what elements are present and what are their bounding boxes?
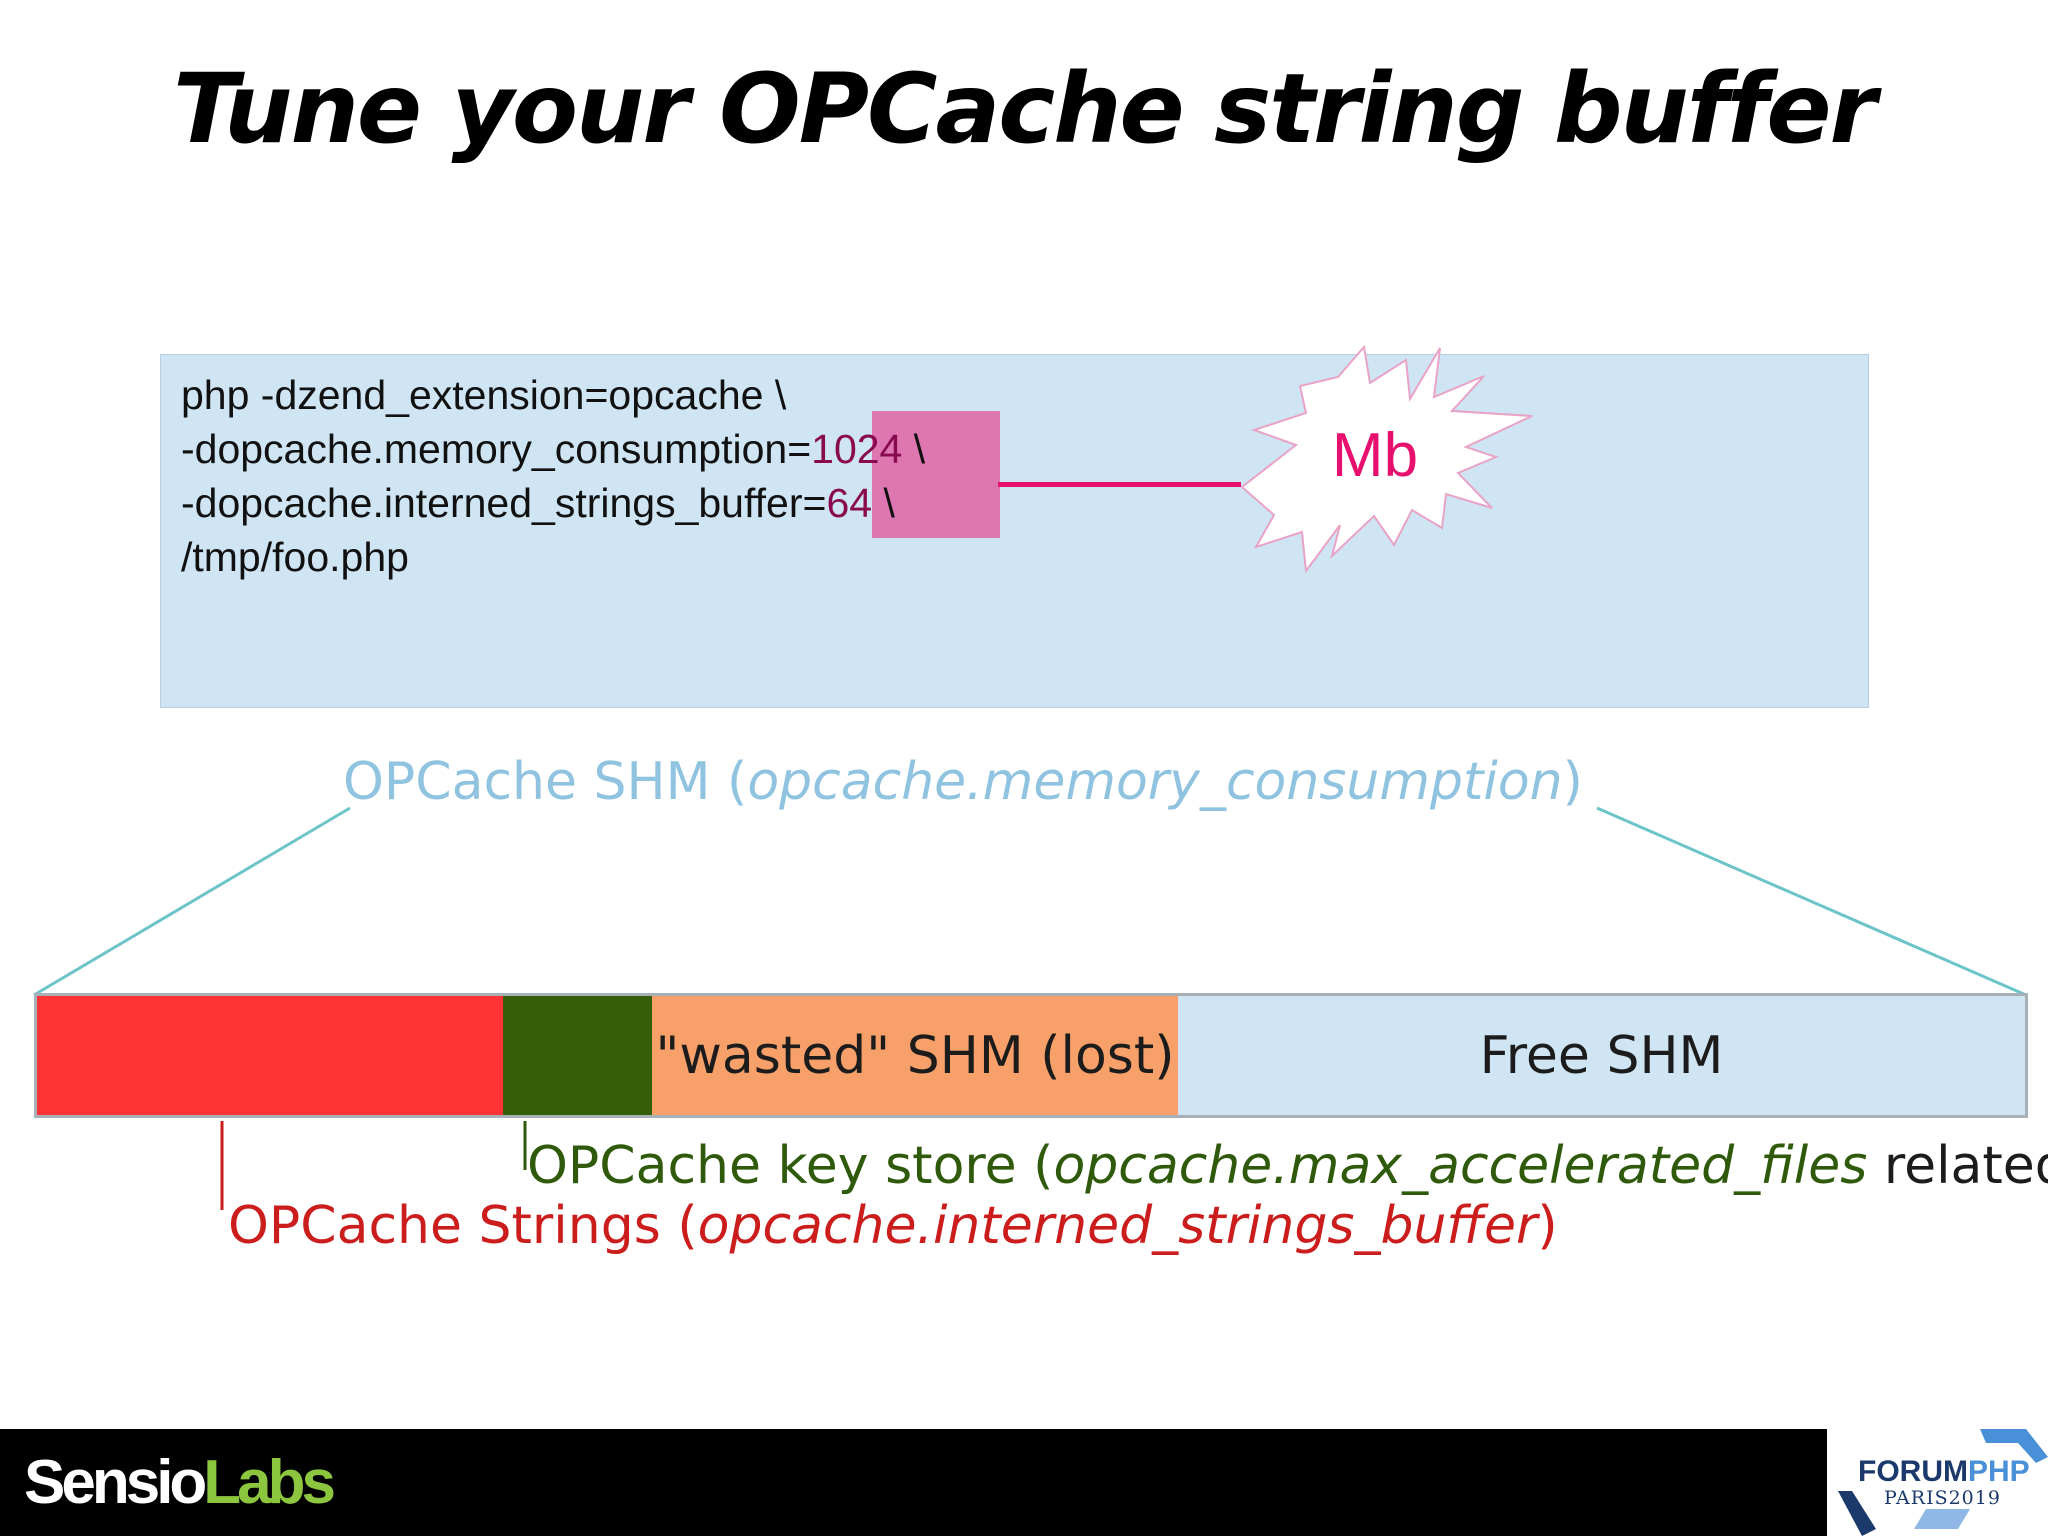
memory-consumption-key: -dopcache.memory_consumption= xyxy=(181,426,812,472)
footer-bar xyxy=(0,1429,1827,1536)
burst-polygon xyxy=(1240,344,1533,574)
shm-title-setting: opcache.memory_consumption xyxy=(747,752,1563,812)
code-line-2: -dopcache.memory_consumption=1024 \ xyxy=(181,429,925,470)
forumphp-logo-text: FORUMPHP xyxy=(1858,1457,2030,1487)
callout-connector-line xyxy=(998,482,1241,487)
code-line-4: /tmp/foo.php xyxy=(181,534,409,580)
strings-setting: opcache.interned_strings_buffer xyxy=(697,1196,1538,1256)
key-store-label: OPCache key store (opcache.max_accelerat… xyxy=(527,1140,2048,1192)
segment-wasted: "wasted" SHM (lost) xyxy=(652,993,1178,1118)
shm-title-suffix: ) xyxy=(1562,752,1583,812)
shm-title: OPCache SHM (opcache.memory_consumption) xyxy=(343,756,1583,808)
strings-prefix: OPCache Strings ( xyxy=(228,1196,698,1256)
strings-label: OPCache Strings (opcache.interned_string… xyxy=(228,1200,1558,1252)
segment-wasted-label: "wasted" SHM (lost) xyxy=(655,1025,1175,1086)
line-continuation: \ xyxy=(902,426,926,472)
command-code-box: php -dzend_extension=opcache \ -dopcache… xyxy=(160,354,1869,708)
segment-key-store xyxy=(503,993,652,1118)
forumphp-event-label: PARIS2019 xyxy=(1884,1487,2001,1509)
slide-title: Tune your OPCache string buffer xyxy=(173,53,1877,165)
sensiolabs-logo: SensioLabs xyxy=(24,1452,336,1514)
segment-free-label: Free SHM xyxy=(1479,1025,1724,1086)
zoom-line-right xyxy=(1596,806,2027,997)
segment-opcache-strings xyxy=(34,993,503,1118)
memory-consumption-value: 1024 xyxy=(811,426,903,472)
unit-label: Mb xyxy=(1331,421,1419,490)
interned-strings-value: 64 xyxy=(826,480,873,526)
code-line-3: -dopcache.interned_strings_buffer=64 \ xyxy=(181,483,895,524)
key-store-suffix: related xyxy=(1867,1136,2048,1196)
strings-suffix: ) xyxy=(1537,1196,1558,1256)
zoom-line-left xyxy=(33,806,351,997)
sensiolabs-logo-labs: Labs xyxy=(203,1448,336,1517)
key-store-prefix: OPCache key store ( xyxy=(527,1136,1054,1196)
forumphp-logo-shape xyxy=(1838,1429,2048,1536)
key-store-setting: opcache.max_accelerated_files xyxy=(1053,1136,1868,1196)
interned-strings-key: -dopcache.interned_strings_buffer= xyxy=(181,480,827,526)
line-continuation: \ xyxy=(872,480,895,526)
segment-free: Free SHM xyxy=(1178,993,2028,1118)
forumphp-logo-top-band xyxy=(1980,1429,2048,1463)
forumphp-logo-bottom-band xyxy=(1914,1509,1970,1529)
forumphp-logo-forum: FORUM xyxy=(1858,1455,1968,1488)
sensiolabs-logo-sensio: Sensio xyxy=(24,1448,207,1517)
shm-title-prefix: OPCache SHM ( xyxy=(343,752,748,812)
code-line-1: php -dzend_extension=opcache \ xyxy=(181,372,787,418)
forumphp-logo-left-band xyxy=(1838,1491,1876,1536)
forumphp-logo-php: PHP xyxy=(1967,1455,2030,1488)
value-highlight xyxy=(872,411,1000,538)
